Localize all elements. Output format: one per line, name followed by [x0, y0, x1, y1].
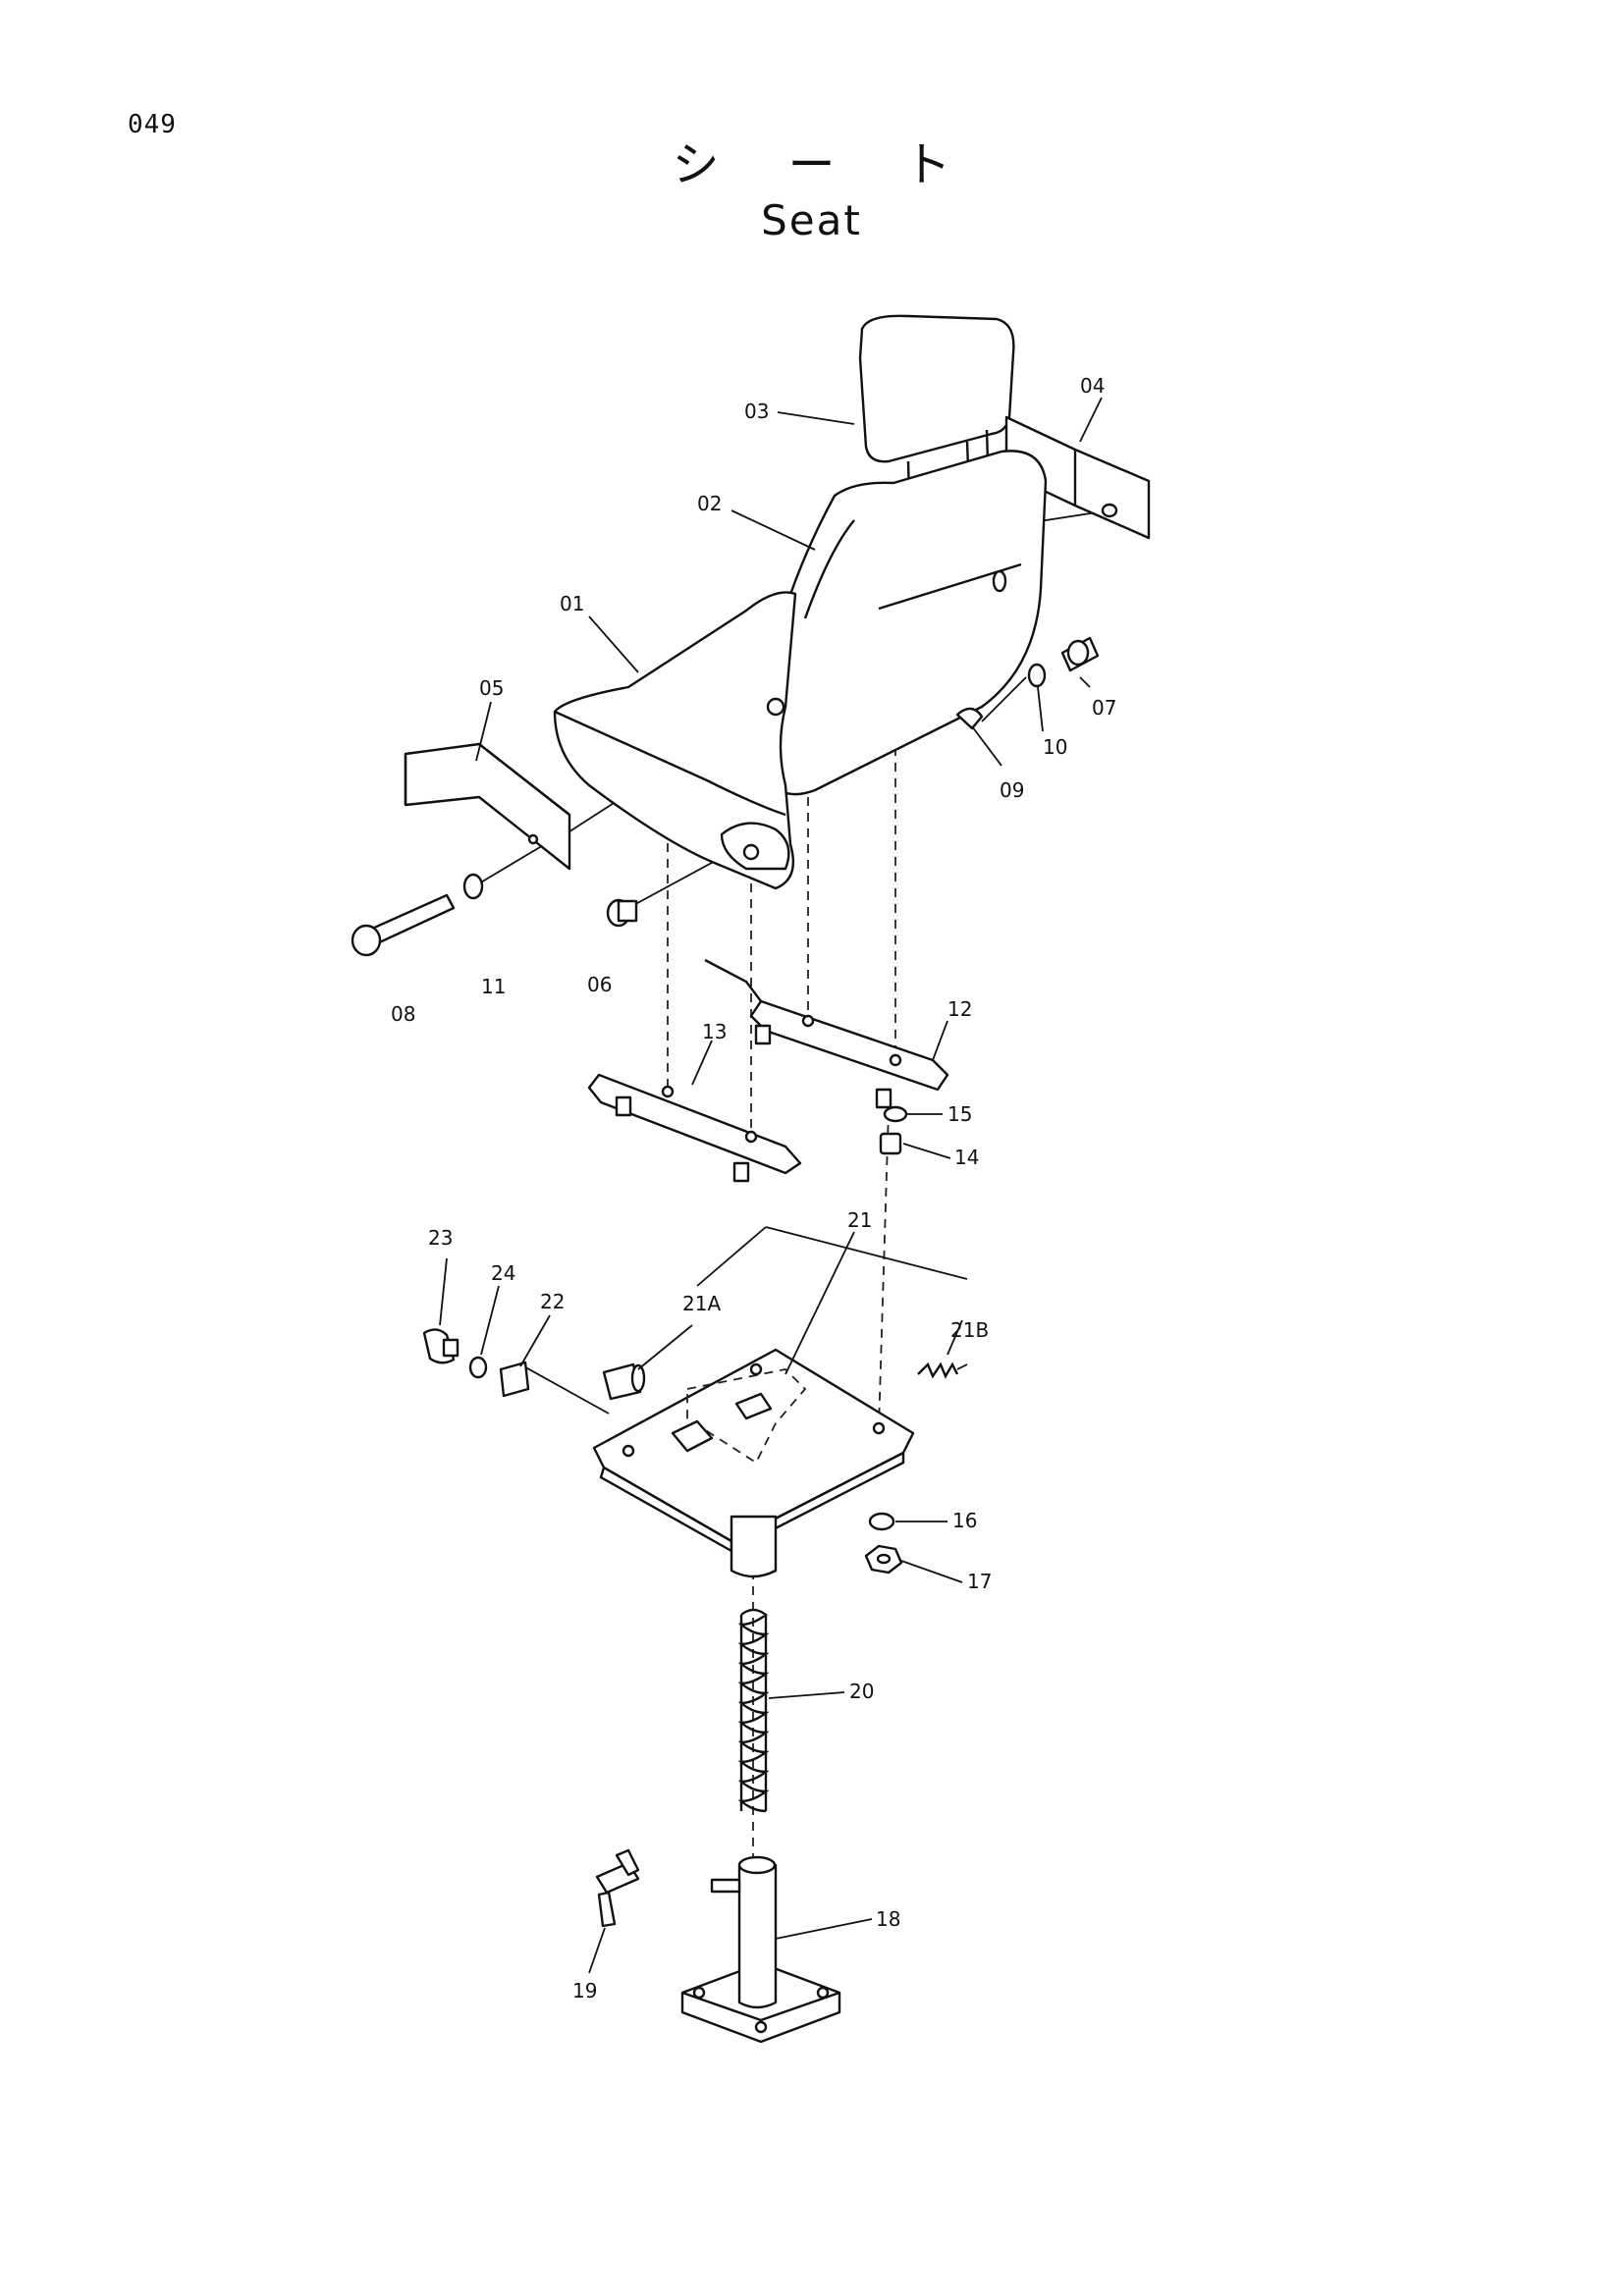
callout-17: 17 [967, 1570, 992, 1593]
washer-11-part [462, 873, 484, 900]
callout-21: 21 [847, 1208, 872, 1232]
knob-21a-part [602, 1362, 646, 1401]
callout-04: 04 [1080, 374, 1105, 398]
callout-13: 13 [702, 1020, 727, 1043]
callout-21b: 21B [950, 1318, 989, 1342]
callout-16: 16 [952, 1509, 977, 1532]
callout-12: 12 [947, 997, 972, 1021]
column-18-part [680, 1855, 841, 2044]
callout-03: 03 [744, 400, 769, 423]
spring-21b-part [917, 1362, 968, 1379]
callout-09: 09 [1000, 778, 1024, 802]
handle-19-part [595, 1848, 640, 1928]
callout-24: 24 [491, 1261, 515, 1285]
callout-11: 11 [481, 975, 506, 998]
washer-24-part [468, 1356, 488, 1379]
callout-18: 18 [876, 1907, 900, 1931]
page-number: 049 [128, 110, 177, 139]
callout-23: 23 [428, 1226, 453, 1250]
nut-17-part [864, 1544, 903, 1575]
callout-19: 19 [572, 1979, 597, 2002]
clip-22-part [499, 1361, 530, 1398]
washer-16-part [868, 1512, 895, 1531]
callout-02: 02 [697, 492, 722, 515]
callout-leaders [439, 397, 1103, 1974]
clip-09-part [955, 707, 984, 730]
spring-20-part [737, 1608, 770, 1813]
callout-14: 14 [954, 1146, 979, 1169]
bolt-07-part [1060, 636, 1100, 672]
callout-labels: 03 04 02 01 05 07 10 09 06 11 08 12 13 1… [391, 374, 1116, 2002]
seat-cushion-part [553, 591, 797, 890]
washer-15-part [883, 1105, 908, 1123]
callout-22: 22 [540, 1290, 565, 1313]
callout-05: 05 [479, 676, 504, 700]
rail-13-part [587, 1073, 802, 1183]
bolt-23-part [422, 1328, 460, 1364]
washer-10-part [1027, 663, 1047, 688]
callout-08: 08 [391, 1002, 415, 1026]
rail-12-part [704, 958, 949, 1109]
base-plate-21-part [592, 1348, 915, 1554]
callout-20: 20 [849, 1680, 874, 1703]
callout-15: 15 [947, 1102, 972, 1126]
title-japanese: シート [672, 137, 1020, 192]
callout-07: 07 [1092, 696, 1116, 720]
callout-10: 10 [1043, 735, 1067, 759]
armrest-left-part [404, 742, 571, 871]
collar-part [730, 1515, 778, 1578]
callout-01: 01 [560, 592, 584, 615]
bolt-08-part [351, 893, 456, 957]
callout-06: 06 [587, 973, 612, 996]
bolt-06-part [606, 898, 638, 928]
title-english: Seat [761, 196, 862, 244]
nut-14-part [879, 1132, 902, 1155]
callout-21a: 21A [682, 1292, 721, 1315]
